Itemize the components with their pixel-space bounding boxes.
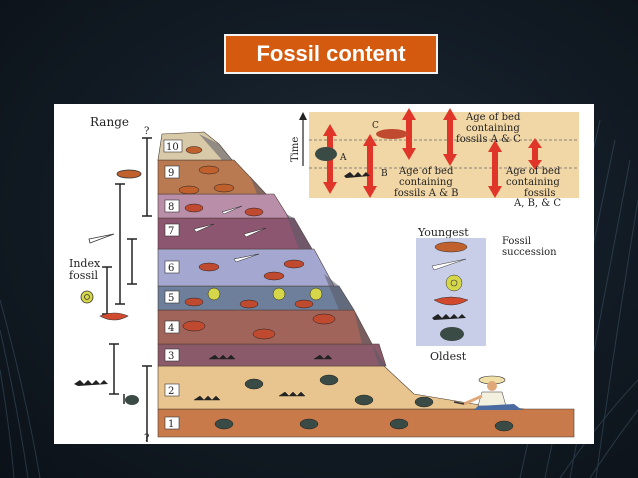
inset-text-top-3: fossils A & C xyxy=(456,134,521,145)
inset-label-b: B xyxy=(381,169,388,179)
inset-fossil-a xyxy=(315,147,337,161)
fossil-shell-range xyxy=(88,233,115,244)
inset-text-mid-2: containing xyxy=(399,177,453,188)
inset-text-top-2: containing xyxy=(466,123,520,134)
layer-number-9: 9 xyxy=(168,168,174,179)
index-fossil-label-1: Index xyxy=(69,257,101,270)
inset-text-right-3: fossils xyxy=(524,188,556,199)
inset-text-right-1: Age of bed xyxy=(505,166,561,177)
range-label: Range xyxy=(90,115,129,129)
inset-label-a: A xyxy=(339,153,347,163)
inset-text-mid-1: Age of bed xyxy=(398,166,454,177)
layer-numbers: 1 2 3 4 5 6 7 8 9 10 xyxy=(163,139,183,430)
layer-number-3: 3 xyxy=(168,351,174,362)
time-range-inset: Time A B C Age of bed containing fossils… xyxy=(290,108,579,209)
fossil-succession-column: Youngest Fossil succession Oldest xyxy=(416,226,557,363)
layer-number-4: 4 xyxy=(168,323,174,334)
layer-number-5: 5 xyxy=(168,293,174,304)
time-label: Time xyxy=(290,137,301,162)
inset-label-c: C xyxy=(372,121,379,131)
fossil-brachiopod-range xyxy=(99,312,129,321)
succession-title-1: Fossil xyxy=(502,236,531,247)
cliff-shading xyxy=(199,134,386,366)
inset-fossil-c xyxy=(376,129,408,139)
inset-text-mid-3: fossils A & B xyxy=(394,188,459,199)
layer-number-2: 2 xyxy=(168,386,174,397)
inset-text-right-2: containing xyxy=(506,177,560,188)
stratigraphy-figure: Range ? ? Index fossil xyxy=(54,104,594,444)
layer-number-8: 8 xyxy=(168,202,174,213)
layer-number-10: 10 xyxy=(166,142,179,153)
inset-text-top-1: Age of bed xyxy=(465,112,521,123)
slide-title: Fossil content xyxy=(224,34,438,74)
index-fossil-label-2: fossil xyxy=(69,269,99,282)
fossil-trilobite-range xyxy=(74,380,108,386)
geologist-figure xyxy=(453,375,522,410)
layer-number-7: 7 xyxy=(168,226,174,237)
fossil-snail-range xyxy=(125,395,139,405)
succession-youngest-label: Youngest xyxy=(417,226,469,239)
inset-fossil-b xyxy=(344,172,370,178)
layer-number-6: 6 xyxy=(168,263,174,274)
question-mark-top: ? xyxy=(144,126,149,137)
layer-number-1: 1 xyxy=(168,419,174,430)
red-range-arrows xyxy=(323,108,542,198)
succession-title-2: succession xyxy=(502,247,557,258)
layer-fossils xyxy=(178,146,514,432)
succession-oldest-label: Oldest xyxy=(430,350,467,363)
inset-text-right-4: A, B, & C xyxy=(513,198,561,209)
fossil-ammonite-range xyxy=(80,290,94,304)
fossil-clam-range xyxy=(116,169,142,179)
range-bars xyxy=(102,137,152,442)
